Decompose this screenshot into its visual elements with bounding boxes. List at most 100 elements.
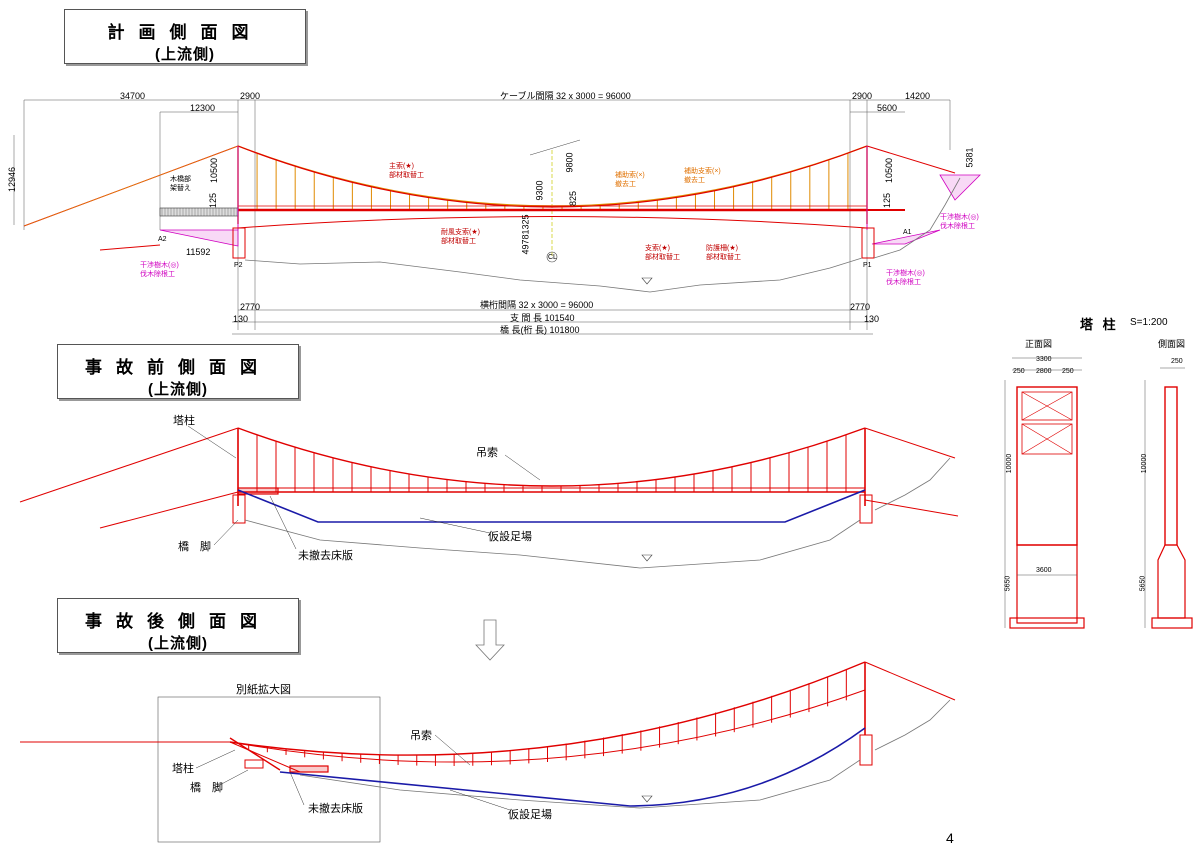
after-scaffold: [279, 727, 866, 807]
dim-5381: 5381: [964, 147, 975, 168]
label-wood-deck-2: 架替え: [170, 185, 191, 192]
before-main-cable: [237, 427, 866, 487]
label-wind-cable-2: 部材取替工: [441, 238, 476, 245]
plan-wind-cable: [237, 216, 868, 229]
before-anchor-left: [99, 491, 239, 529]
after-label-hanger: 吊索: [410, 730, 432, 742]
tower-dim-250a: 250: [1013, 368, 1025, 375]
after-title-box: 事故後側面図 (上流側): [57, 598, 299, 653]
before-pier-right: [859, 494, 873, 524]
plan-tree-right-area: [871, 229, 941, 245]
plan-ground: [244, 257, 863, 293]
before-leader-scaffold: [419, 517, 491, 534]
dim-10500-left: 10500: [209, 157, 220, 184]
tower-dim-250c: 250: [1171, 358, 1183, 365]
label-hanger-2: 部材取替工: [645, 254, 680, 261]
tower-front-panel-2: [1021, 423, 1073, 455]
after-elevation: [20, 661, 956, 843]
after-leader-tower: [195, 749, 236, 769]
dim-2900-right: 2900: [852, 91, 873, 101]
dim-leader-9800: [529, 139, 581, 156]
label-main-cable: 主索(★): [389, 163, 414, 170]
dim-34700: 34700: [120, 91, 146, 101]
before-water-mark: [641, 554, 653, 562]
dim-2900-left: 2900: [240, 91, 261, 101]
after-deck: [229, 689, 866, 763]
before-anchor-right: [864, 499, 959, 517]
label-tree-left: 干渉樹木(◎): [140, 262, 179, 269]
after-label-pier: 橋 脚: [190, 782, 223, 794]
tower-front-frame: [1016, 386, 1078, 546]
after-backstay-right: [864, 661, 956, 701]
tower-dim-2800: 2800: [1036, 368, 1052, 375]
after-leader-pier: [213, 769, 249, 789]
after-label-enlarged: 別紙拡大図: [236, 684, 291, 696]
after-leader-scaffold: [449, 789, 511, 811]
before-label-tower: 塔柱: [173, 415, 195, 427]
after-pier-right: [859, 734, 873, 766]
plan-main-cable: [237, 145, 868, 207]
tower-front-x4: [1021, 423, 1073, 455]
label-wood-deck: 木橋部: [170, 176, 191, 183]
before-scaffold: [237, 489, 866, 523]
tower-front-x2: [1021, 391, 1073, 421]
dim-130-left: 130: [233, 314, 249, 324]
after-pier-left: [244, 759, 264, 769]
after-title: 事故後側面図: [85, 612, 271, 631]
before-backstay-left: [19, 427, 239, 503]
plan-main-cable-red: [237, 145, 868, 208]
plan-pier-p1: [861, 227, 875, 259]
dim-825: 825: [568, 190, 579, 207]
dim-1325: 1325: [520, 214, 531, 235]
before-ground-right: [874, 457, 951, 511]
dim-5600: 5600: [877, 103, 898, 113]
dim-2770-right: 2770: [850, 302, 871, 312]
label-tree-right-bot: 干渉樹木(◎): [886, 270, 925, 277]
after-label-scaffold: 仮設足場: [508, 809, 552, 821]
plan-anchor-left: [99, 244, 161, 251]
tower-front-panel-1: [1021, 391, 1073, 421]
before-leader-tower: [187, 425, 237, 459]
after-tower-fallen: [229, 737, 281, 771]
dim-12946: 12946: [7, 166, 18, 193]
label-cl: CL: [548, 254, 557, 261]
label-a2: A2: [158, 236, 167, 243]
plan-tree-right-top-area: [939, 174, 981, 201]
before-pier-left: [232, 494, 246, 524]
after-water-mark: [641, 795, 653, 803]
before-elevation: [19, 425, 959, 661]
label-aux-cable: 補助索(×): [615, 172, 645, 179]
tower-dim-3600: 3600: [1036, 567, 1052, 574]
tower-side-view-label: 側面図: [1158, 339, 1186, 349]
after-enlarged-frame: [157, 696, 381, 843]
before-leader-deck: [269, 495, 297, 550]
tower-dim-3300: 3300: [1036, 356, 1052, 363]
plan-title-box: 計画側面図 (上流側): [64, 9, 306, 64]
before-label-deck: 未撤去床版: [298, 550, 353, 562]
tower-detail-scale: S=1:200: [1130, 317, 1168, 328]
tower-dim-5650b: 5650: [1139, 575, 1147, 592]
before-ground: [244, 519, 861, 569]
after-main-cable: [229, 661, 866, 756]
plan-elevation: [13, 99, 981, 335]
tower-dim-250b: 250: [1062, 368, 1074, 375]
label-hanger: 支索(★): [645, 245, 670, 252]
page-number: 4: [946, 830, 954, 846]
dim-12300: 12300: [190, 103, 216, 113]
label-tree-right-top-2: 伐木除根工: [940, 223, 975, 230]
label-tree-right-top: 干渉樹木(◎): [940, 214, 979, 221]
before-title-box: 事故前側面図 (上流側): [57, 344, 299, 399]
after-deck-remaining: [289, 765, 329, 773]
dim-11592: 11592: [186, 247, 211, 257]
label-rail: 防護柵(★): [706, 245, 738, 252]
dim-9300: 9300: [534, 180, 545, 201]
tower-dim-5650a: 5650: [1004, 575, 1012, 592]
dim-130-right: 130: [864, 314, 880, 324]
before-leader-pier: [213, 519, 239, 546]
tower-side-footing: [1151, 617, 1193, 629]
after-ground: [299, 759, 861, 809]
cl-circle: [546, 251, 558, 263]
dim-14200: 14200: [905, 91, 931, 101]
plan-backstay-left-o: [23, 145, 239, 227]
